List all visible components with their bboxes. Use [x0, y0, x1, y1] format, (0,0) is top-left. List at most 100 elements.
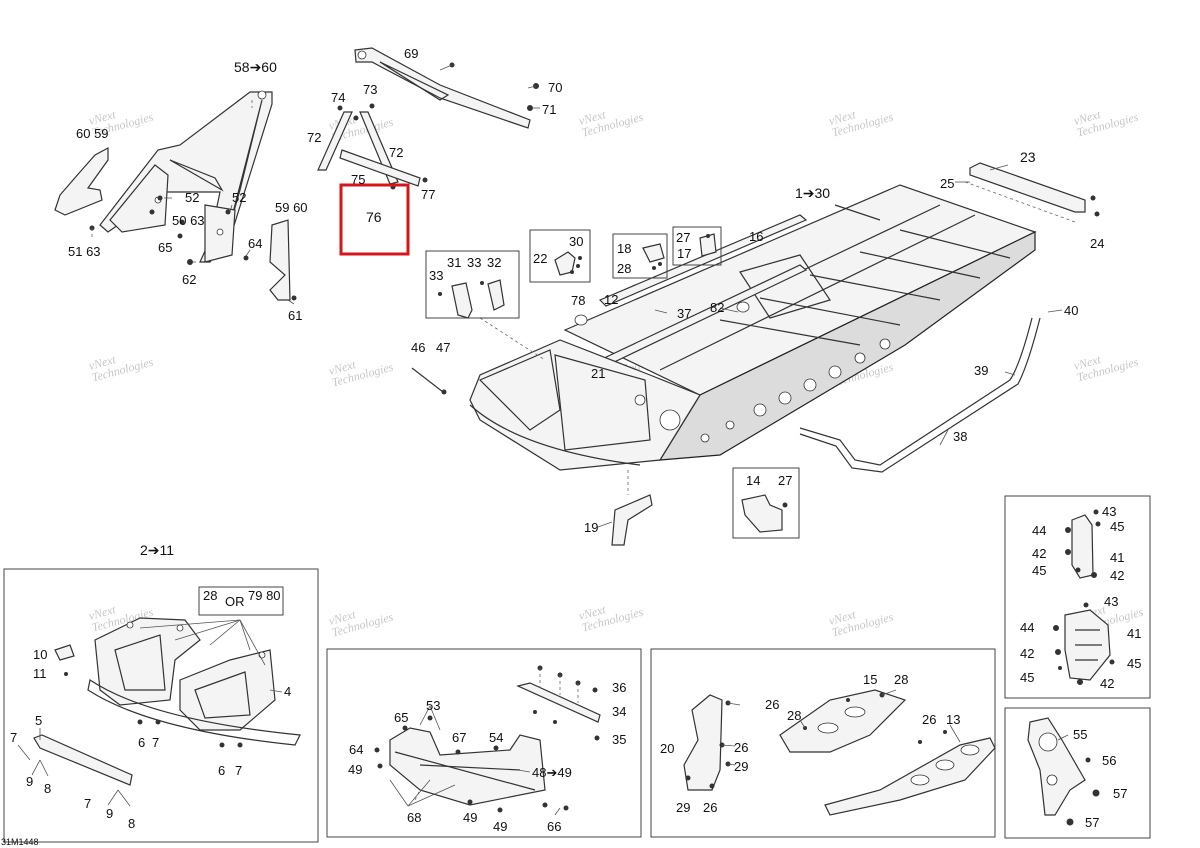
callout-62: 62: [182, 272, 196, 287]
front-frame-right: [179, 649, 276, 731]
callout-4: 4: [284, 684, 291, 699]
callout-41: 41: [1110, 550, 1124, 565]
callout-1-30: 1➔30: [795, 185, 830, 201]
support-bar: [339, 149, 421, 187]
callout-59-60: 59 60: [275, 200, 308, 215]
box-22-30: [529, 229, 591, 283]
callout-49: 49: [463, 810, 477, 825]
callout-42: 42: [1032, 546, 1046, 561]
callout-29: 29: [734, 759, 748, 774]
callout-10: 10: [33, 647, 47, 662]
bracket-14: [741, 494, 783, 533]
front-support-assembly: [54, 90, 297, 305]
highlight-box-76: [339, 183, 410, 256]
steering-bar: [354, 47, 531, 129]
callout-75: 75: [351, 172, 365, 187]
callout-15: 15: [863, 672, 877, 687]
callout-82: 82: [710, 300, 724, 315]
support-leg: [317, 111, 353, 171]
callout-27: 27: [778, 473, 792, 488]
callout-43: 43: [1104, 594, 1118, 609]
callout-27: 27: [676, 230, 690, 245]
callout-7: 7: [235, 763, 242, 778]
strip-34: [516, 682, 601, 723]
callout-65: 65: [158, 240, 172, 255]
skid-plate-assembly: [683, 689, 996, 816]
callout-24: 24: [1090, 236, 1104, 251]
rear-rail: [799, 317, 1033, 466]
box-crossmember: [326, 648, 642, 838]
callout-28: 28: [894, 672, 908, 687]
box-28-or-79-80: [198, 586, 284, 616]
watermark-text: vNext: [1072, 107, 1103, 128]
callout-68: 68: [407, 810, 421, 825]
tunnel-assembly: [411, 162, 1100, 546]
watermark-text: vNext: [87, 107, 118, 128]
callout-8: 8: [44, 781, 51, 796]
callout-58-60: 58➔60: [234, 59, 277, 75]
callout-67: 67: [452, 730, 466, 745]
callout-49: 49: [493, 819, 507, 834]
callout-29: 29: [676, 800, 690, 815]
callout-74: 74: [331, 90, 345, 105]
box-17-27: [672, 226, 722, 266]
callout-26: 26: [765, 697, 779, 712]
callout-28: 28: [787, 708, 801, 723]
callout-7: 7: [10, 730, 17, 745]
bracket-19: [611, 494, 653, 546]
callout-26: 26: [703, 800, 717, 815]
callout-36: 36: [612, 680, 626, 695]
callout-40: 40: [1064, 303, 1078, 318]
callout-35: 35: [612, 732, 626, 747]
callout-6: 6: [138, 735, 145, 750]
callout-18: 18: [617, 241, 631, 256]
callout-44: 44: [1032, 523, 1046, 538]
bracket-41-assembly: [1053, 509, 1115, 685]
callout-26: 26: [922, 712, 936, 727]
callout-33: 33: [467, 255, 481, 270]
callout-39: 39: [974, 363, 988, 378]
callout-44: 44: [1020, 620, 1034, 635]
watermark-text: vNext: [577, 602, 608, 623]
callout-32: 32: [487, 255, 501, 270]
plate-15: [779, 689, 907, 753]
support-leg: [359, 111, 399, 185]
callout-45: 45: [1127, 656, 1141, 671]
watermark-text: vNext: [1072, 352, 1103, 373]
callout-14: 14: [746, 473, 760, 488]
callout-54: 54: [489, 730, 503, 745]
bracket-32: [487, 279, 505, 311]
callout-66: 66: [547, 819, 561, 834]
callout-50-63: 50 63: [172, 213, 205, 228]
footrest-5: [33, 734, 133, 786]
callout-8: 8: [128, 816, 135, 831]
callout-25: 25: [940, 176, 954, 191]
callout-51-63: 51 63: [68, 244, 101, 259]
callout-42: 42: [1100, 676, 1114, 691]
watermark-text: vNext: [87, 602, 118, 623]
callout-52: 52: [185, 190, 199, 205]
callout-28: 28: [617, 261, 631, 276]
callout-41: 41: [1127, 626, 1141, 641]
bracket-22: [554, 251, 576, 276]
callout-28: 28: [203, 588, 217, 603]
callout-79-80: 79 80: [248, 588, 281, 603]
left-bracket: [54, 146, 109, 216]
crossmember-68: [389, 727, 546, 806]
callout-30: 30: [569, 234, 583, 249]
callout-65: 65: [394, 710, 408, 725]
callout-9: 9: [26, 774, 33, 789]
callout-69: 69: [404, 46, 418, 61]
callout-49: 49: [348, 762, 362, 777]
callout-11: 11: [33, 666, 47, 681]
callout-60-59: 60 59: [76, 126, 109, 141]
bracket-18: [642, 243, 665, 263]
callout-64: 64: [349, 742, 363, 757]
box-31-33: [425, 250, 520, 319]
callout-2-11: 2➔11: [140, 542, 174, 558]
callout-42: 42: [1020, 646, 1034, 661]
front-subframe: [469, 339, 701, 471]
watermark-text: vNext: [87, 352, 118, 373]
front-frame-assembly: [17, 617, 301, 807]
